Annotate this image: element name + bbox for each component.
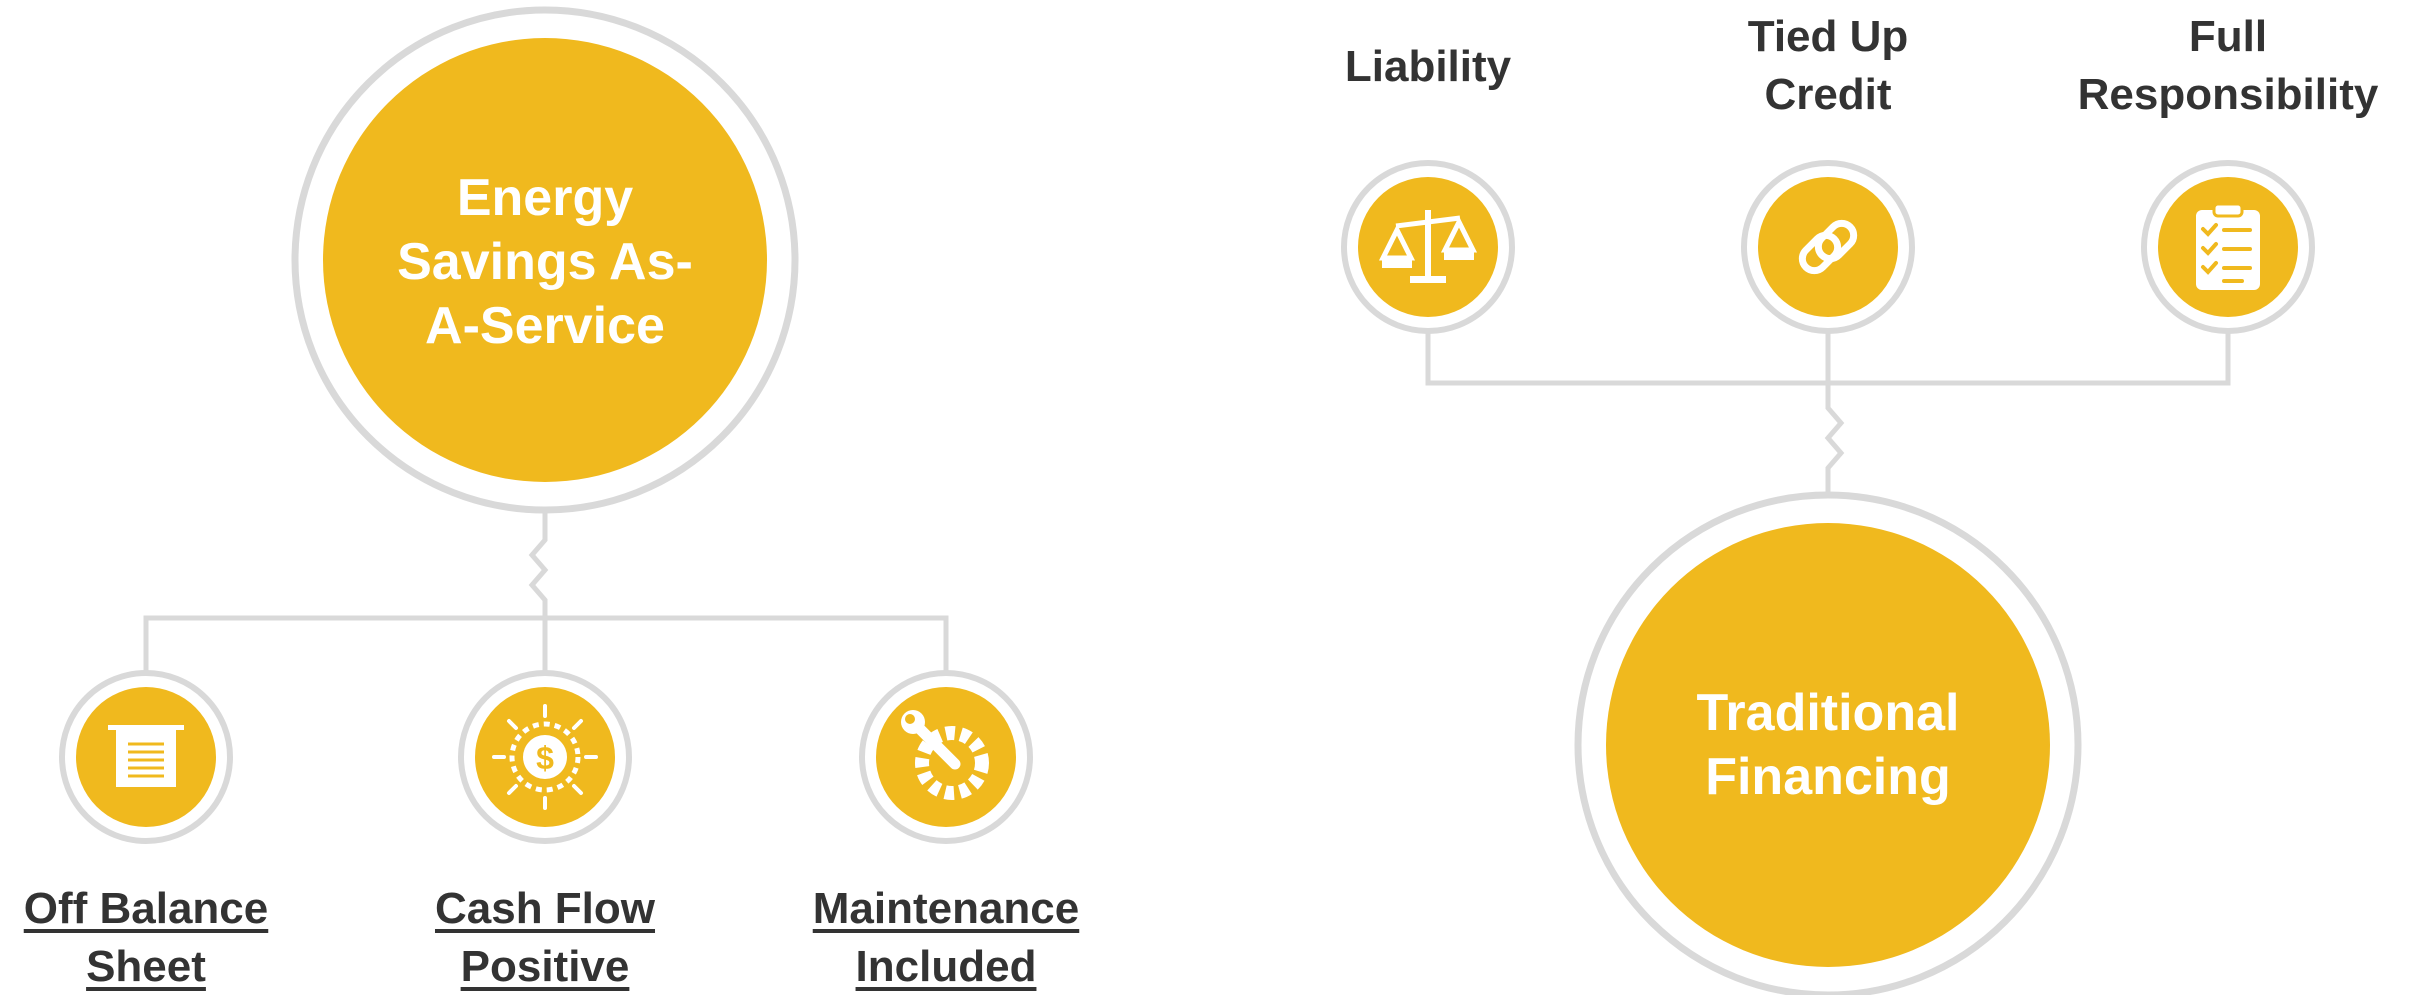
drawback-label-liability: Liability (1344, 42, 1512, 91)
document-icon (108, 725, 184, 787)
checklist-icon (2196, 202, 2260, 290)
benefit-label-maintenance-included: Maintenance Included (812, 884, 1080, 991)
benefit-label-cash-flow-positive: Cash Flow Positive (434, 884, 656, 991)
wrench-gear-icon (901, 710, 989, 800)
energy-savings-node (291, 6, 799, 514)
scales-icon (1378, 210, 1478, 283)
benefit-node-off-balance-sheet (59, 670, 233, 844)
chain-link-icon (1798, 219, 1858, 275)
traditional-financing-label: Traditional Financing (1696, 684, 1960, 806)
drawback-node-full-responsibility (2141, 160, 2315, 334)
drawback-node-liability (1341, 160, 1515, 334)
dollar-gear-icon: $ (492, 704, 598, 810)
left-connectors (143, 512, 949, 675)
benefit-node-cash-flow-positive: $ (458, 670, 632, 844)
right-connectors (1425, 328, 2231, 492)
energy-savings-label: Energy Savings As- A-Service (397, 169, 693, 355)
svg-text:$: $ (536, 740, 554, 776)
benefit-label-off-balance-sheet: Off Balance Sheet (23, 884, 269, 991)
traditional-financing-node (1574, 491, 2082, 995)
drawback-node-tied-up-credit (1741, 160, 1915, 334)
drawback-label-full-responsibility: Full Responsibility (2077, 12, 2379, 119)
benefit-node-maintenance-included (859, 670, 1033, 844)
drawback-label-tied-up-credit: Tied Up Credit (1747, 12, 1909, 119)
